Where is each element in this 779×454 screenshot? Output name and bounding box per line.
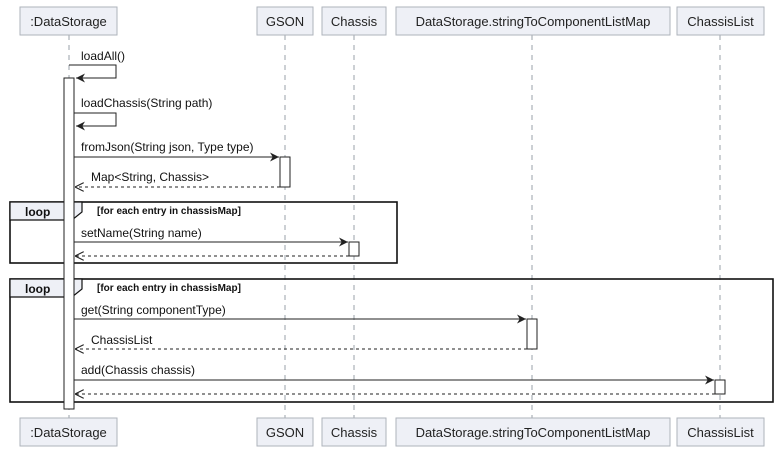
message-label: fromJson(String json, Type type) xyxy=(81,140,254,154)
participant-label: ChassisList xyxy=(687,14,754,29)
participant-label: DataStorage.stringToComponentListMap xyxy=(416,425,651,440)
participant-label: :DataStorage xyxy=(30,425,107,440)
message-setname: setName(String name) xyxy=(74,226,348,247)
activation-chassis xyxy=(348,241,360,257)
message-fromjson-return: Map<String, Chassis> xyxy=(75,170,280,187)
loop-guard: [for each entry in chassisMap] xyxy=(97,283,241,294)
loop-frame xyxy=(9,201,398,264)
participant-box xyxy=(321,6,387,36)
participant-gson-bottom: GSON xyxy=(256,417,314,447)
self-message-arrow xyxy=(69,64,117,83)
participant-label: :DataStorage xyxy=(30,14,107,29)
participant-label: GSON xyxy=(266,14,304,29)
participant-datastorage-bottom: :DataStorage xyxy=(19,417,118,447)
participant-box xyxy=(256,417,314,447)
participant-label: ChassisList xyxy=(687,425,754,440)
participant-chassislist-bottom: ChassisList xyxy=(676,417,765,447)
message-label: ChassisList xyxy=(91,333,153,347)
participant-box xyxy=(395,6,671,36)
participant-chassis-bottom: Chassis xyxy=(321,417,387,447)
activation-map xyxy=(526,318,538,350)
loop-frame xyxy=(9,278,774,403)
message-label: setName(String name) xyxy=(81,226,202,240)
participant-box xyxy=(395,417,671,447)
participant-box xyxy=(676,6,765,36)
loop-operator: loop xyxy=(25,282,50,296)
participant-label: DataStorage.stringToComponentListMap xyxy=(416,14,651,29)
participant-box xyxy=(256,6,314,36)
participant-box xyxy=(321,417,387,447)
message-label: loadChassis(String path) xyxy=(81,96,212,110)
activation-datastorage xyxy=(63,77,75,410)
participant-map-bottom: DataStorage.stringToComponentListMap xyxy=(395,417,671,447)
loop-guard: [for each entry in chassisMap] xyxy=(97,206,241,217)
participant-chassis-top: Chassis xyxy=(321,6,387,36)
participant-datastorage-top: :DataStorage xyxy=(19,6,118,36)
activation-gson xyxy=(279,156,291,188)
participant-label: Chassis xyxy=(331,425,378,440)
message-loadall: loadAll() xyxy=(69,49,125,83)
participant-map-top: DataStorage.stringToComponentListMap xyxy=(395,6,671,36)
message-label: Map<String, Chassis> xyxy=(91,170,209,184)
message-label: get(String componentType) xyxy=(81,303,226,317)
message-fromjson: fromJson(String json, Type type) xyxy=(74,140,279,162)
loop-operator: loop xyxy=(25,205,50,219)
participant-box xyxy=(19,6,118,36)
message-label: add(Chassis chassis) xyxy=(81,363,195,377)
message-add: add(Chassis chassis) xyxy=(74,363,714,385)
participant-box xyxy=(676,417,765,447)
activation-chassislist xyxy=(714,379,726,395)
message-get: get(String componentType) xyxy=(74,303,526,324)
participant-gson-top: GSON xyxy=(256,6,314,36)
message-get-return: ChassisList xyxy=(75,333,527,349)
message-loadchassis: loadChassis(String path) xyxy=(74,96,212,131)
participant-chassislist-top: ChassisList xyxy=(676,6,765,36)
participant-label: GSON xyxy=(266,425,304,440)
participant-label: Chassis xyxy=(331,14,378,29)
participant-box xyxy=(19,417,118,447)
self-message-arrow xyxy=(74,112,117,131)
message-label: loadAll() xyxy=(81,49,125,63)
